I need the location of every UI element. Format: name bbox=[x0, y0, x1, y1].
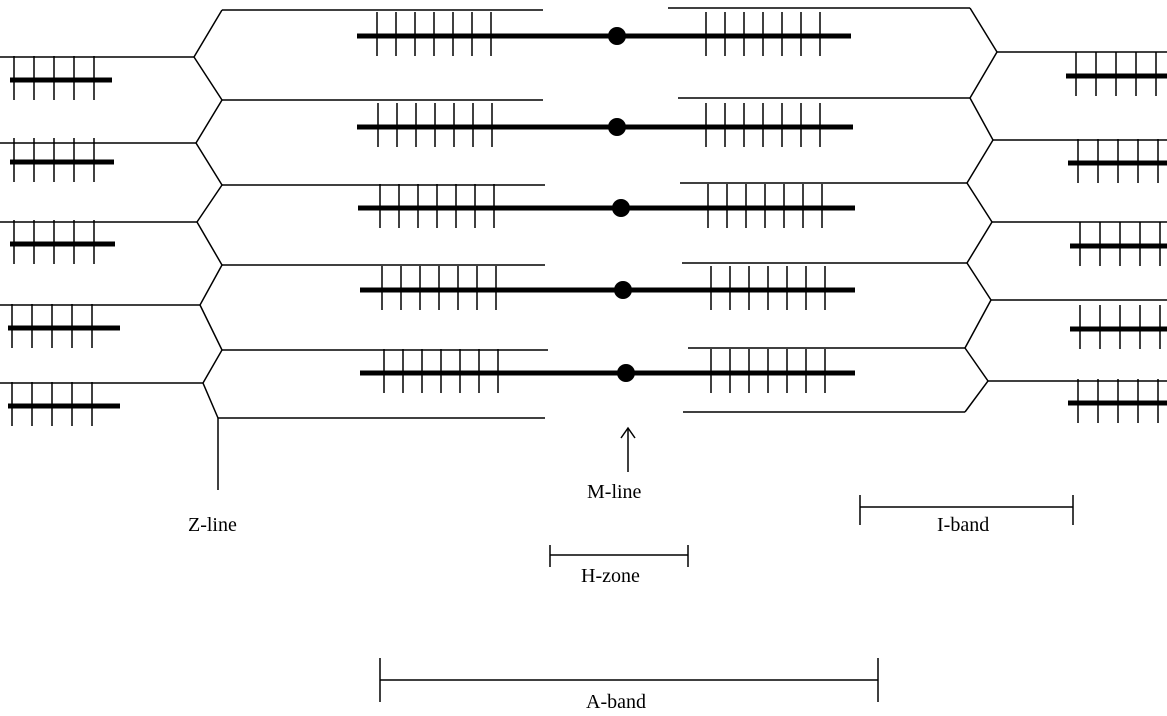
edge-thick-filaments bbox=[8, 52, 1167, 426]
m-line-label: M-line bbox=[587, 481, 642, 503]
m-line-node bbox=[614, 281, 632, 299]
edge-thick-filament-right bbox=[1068, 379, 1167, 423]
z-line-label: Z-line bbox=[188, 514, 237, 536]
edge-thick-filament-left bbox=[10, 220, 115, 264]
edge-thick-filament-right bbox=[1070, 305, 1167, 349]
outer-thin-filaments bbox=[0, 51, 1167, 384]
a-band-label: A-band bbox=[586, 691, 646, 713]
thick-filament bbox=[358, 184, 855, 228]
thin-filaments-left bbox=[218, 9, 548, 419]
a-band-bracket bbox=[379, 658, 879, 702]
m-line-node bbox=[617, 364, 635, 382]
m-line-arrow bbox=[620, 426, 636, 472]
edge-thick-filament-left bbox=[10, 138, 114, 182]
thick-filaments bbox=[357, 12, 855, 393]
h-zone-label: H-zone bbox=[581, 565, 640, 587]
z-disc-left bbox=[193, 9, 223, 419]
m-line-node bbox=[608, 118, 626, 136]
thick-filament bbox=[360, 266, 855, 310]
edge-thick-filament-right bbox=[1068, 139, 1167, 183]
m-line-node bbox=[608, 27, 626, 45]
edge-thick-filament-left bbox=[10, 56, 112, 100]
i-band-bracket bbox=[859, 495, 1074, 525]
edge-thick-filament-left bbox=[8, 304, 120, 348]
thick-filament bbox=[360, 349, 855, 393]
i-band-label: I-band bbox=[937, 514, 989, 536]
z-disc-right bbox=[964, 7, 998, 413]
m-line-node bbox=[612, 199, 630, 217]
thin-filaments-right bbox=[668, 7, 970, 413]
edge-thick-filament-right bbox=[1070, 222, 1167, 266]
edge-thick-filament-right bbox=[1066, 52, 1167, 96]
h-zone-bracket bbox=[549, 545, 689, 567]
edge-thick-filament-left bbox=[8, 382, 120, 426]
thick-filament bbox=[357, 103, 853, 147]
thick-filament bbox=[357, 12, 851, 56]
